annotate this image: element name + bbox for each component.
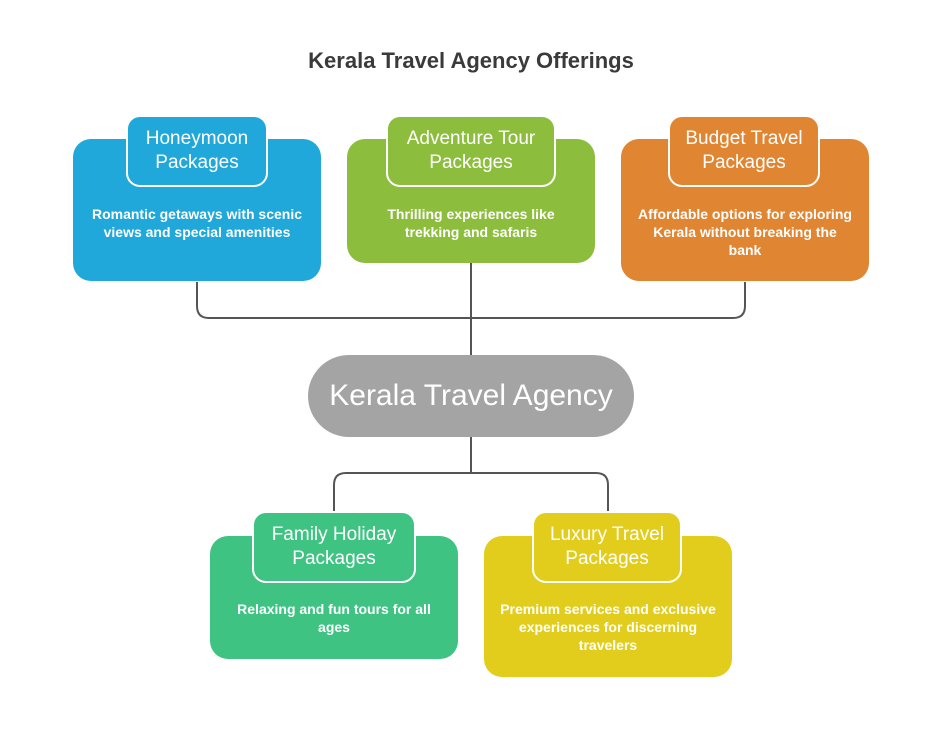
offering-title-text: Family Holiday Packages — [271, 524, 397, 569]
offering-description: Premium services and exclusive experienc… — [500, 601, 716, 653]
page-title: Kerala Travel Agency Offerings — [308, 48, 634, 73]
connector-bottom-branch — [333, 472, 609, 514]
offering-title-adventure: Adventure Tour Packages — [386, 115, 556, 187]
offering-title-family: Family Holiday Packages — [252, 511, 416, 583]
offering-title-luxury: Luxury Travel Packages — [532, 511, 682, 583]
offering-title-text: Honeymoon Packages — [145, 128, 249, 173]
offering-description: Thrilling experiences like trekking and … — [387, 206, 555, 240]
center-node-agency: Kerala Travel Agency — [308, 355, 634, 437]
offering-description: Relaxing and fun tours for all ages — [237, 601, 431, 635]
center-node-label: Kerala Travel Agency — [329, 379, 613, 412]
offering-title-text: Budget Travel Packages — [685, 128, 803, 173]
offering-card-luxury: Premium services and exclusive experienc… — [484, 536, 732, 677]
offering-title-budget: Budget Travel Packages — [668, 115, 820, 187]
offering-description: Affordable options for exploring Kerala … — [638, 206, 852, 258]
offering-title-honeymoon: Honeymoon Packages — [126, 115, 268, 187]
offering-title-text: Luxury Travel Packages — [549, 524, 665, 569]
offering-description: Romantic getaways with scenic views and … — [91, 206, 303, 240]
offering-card-honeymoon: Romantic getaways with scenic views and … — [73, 139, 321, 281]
offering-title-text: Adventure Tour Packages — [406, 128, 536, 173]
